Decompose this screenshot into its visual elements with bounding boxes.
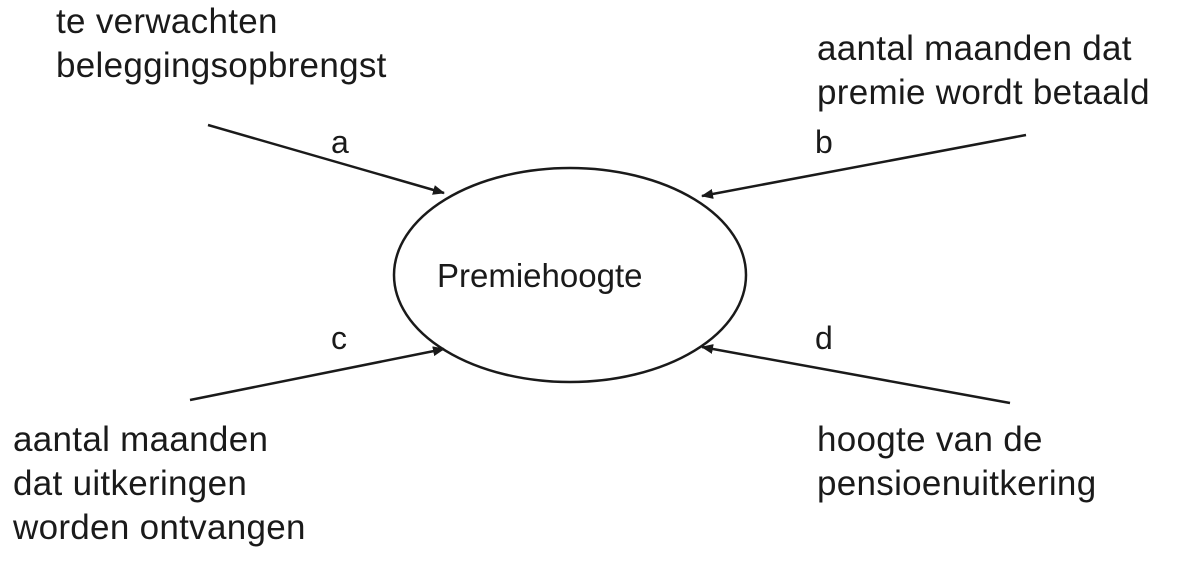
arrow-c [189,346,445,402]
center-label: Premiehoogte [437,257,643,294]
factor-d-line-1: hoogte van de [817,420,1043,459]
factor-c-line-3: worden ontvangen [13,508,306,547]
arrow-a [207,123,445,195]
center-ellipse [392,166,748,384]
factor-a-line-2: beleggingsopbrengst [56,46,387,85]
factor-d-letter: d [815,320,833,356]
factor-d-label: hoogte van de pensioenuitkering [817,418,1096,506]
arrow-d [701,344,1011,405]
factor-b-line-2: premie wordt betaald [817,73,1150,112]
factor-c-letter: c [331,320,347,356]
factor-c-label: aantal maanden dat uitkeringen worden on… [13,418,306,550]
factor-a-letter: a [331,124,349,160]
factor-b-letter: b [815,124,833,160]
factor-b-label: aantal maanden dat premie wordt betaald [817,27,1150,115]
factor-d-line-2: pensioenuitkering [817,464,1097,503]
arrow-b [701,133,1027,199]
factor-b-line-1: aantal maanden dat [817,29,1132,68]
factor-c-line-2: dat uitkeringen [13,464,248,503]
factor-c-line-1: aantal maanden [13,420,269,459]
factor-a-label: te verwachten beleggingsopbrengst [56,0,387,88]
factor-a-line-1: te verwachten [56,2,278,41]
